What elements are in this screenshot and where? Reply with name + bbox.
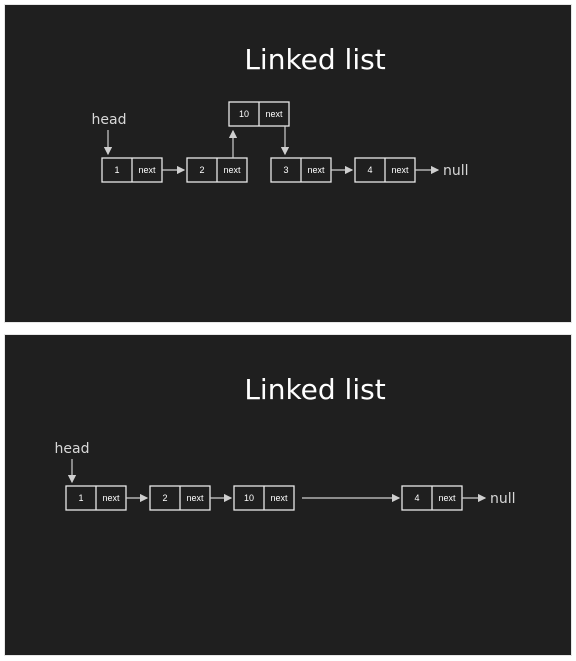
- node-value: 4: [414, 493, 419, 503]
- node-2: 2 next: [186, 157, 248, 183]
- node-value: 2: [199, 165, 204, 175]
- node-10-inserted: 10 next: [228, 101, 290, 127]
- head-label: head: [92, 112, 127, 128]
- node-10: 10 next: [233, 485, 295, 511]
- linked-list-diagram-result: Linked list head 1 next 2 next 10 next: [55, 373, 516, 511]
- node-value: 4: [367, 165, 372, 175]
- node-value: 10: [244, 493, 254, 503]
- head-label: head: [55, 441, 90, 457]
- null-label: null: [443, 163, 469, 179]
- node-4: 4 next: [401, 485, 463, 511]
- node-value: 1: [78, 493, 83, 503]
- node-next-label: next: [138, 165, 156, 175]
- node-next-label: next: [307, 165, 325, 175]
- diagram-title: Linked list: [244, 373, 385, 406]
- node-value: 3: [283, 165, 288, 175]
- node-value: 10: [239, 109, 249, 119]
- node-3: 3 next: [270, 157, 332, 183]
- node-next-label: next: [391, 165, 409, 175]
- node-next-label: next: [265, 109, 283, 119]
- null-label: null: [490, 491, 516, 507]
- node-4: 4 next: [354, 157, 416, 183]
- node-1: 1 next: [65, 485, 127, 511]
- node-value: 2: [162, 493, 167, 503]
- diagram-title: Linked list: [244, 43, 385, 76]
- node-2: 2 next: [149, 485, 211, 511]
- node-next-label: next: [223, 165, 241, 175]
- node-next-label: next: [270, 493, 288, 503]
- node-next-label: next: [438, 493, 456, 503]
- node-next-label: next: [102, 493, 120, 503]
- diagram-panel-insert: Linked list head 1 next 2 next 10 next: [4, 4, 572, 323]
- node-value: 1: [114, 165, 119, 175]
- linked-list-diagram-insert: Linked list head 1 next 2 next 10 next: [92, 43, 469, 183]
- diagram-panel-result: Linked list head 1 next 2 next 10 next: [4, 334, 572, 656]
- node-1: 1 next: [101, 157, 163, 183]
- node-next-label: next: [186, 493, 204, 503]
